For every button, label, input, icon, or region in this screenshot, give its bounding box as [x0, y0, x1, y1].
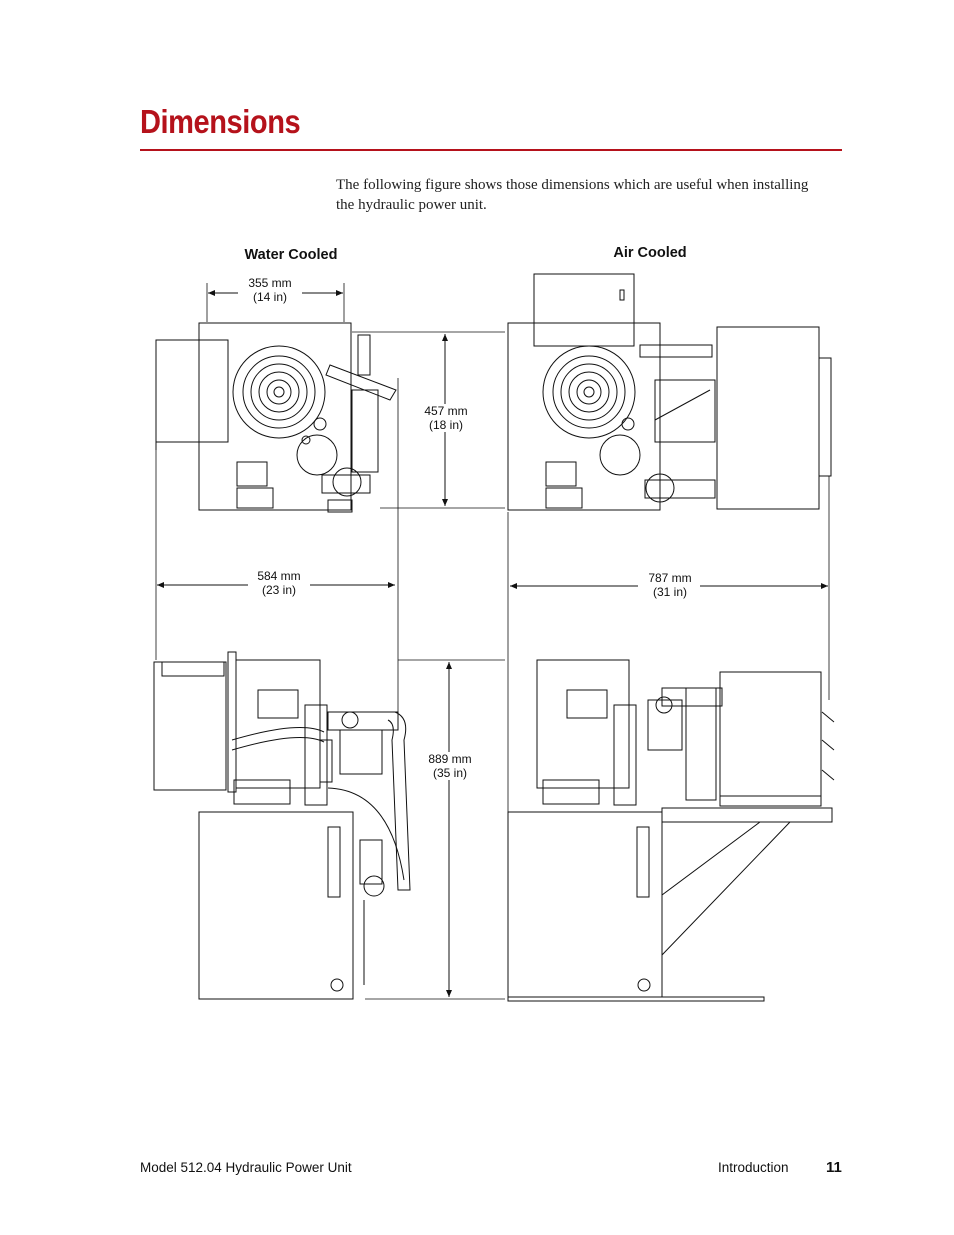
air-cooled-front-view: [507, 659, 835, 1002]
water-cooled-top-view: [155, 322, 397, 513]
dim-584-mm: 584 mm: [257, 569, 300, 583]
dim-787-mm: 787 mm: [648, 571, 691, 585]
footer-model: Model 512.04 Hydraulic Power Unit: [140, 1160, 352, 1175]
extension-lines: [155, 283, 830, 1000]
water-cooled-front-view: [153, 651, 411, 1000]
footer-section: Introduction: [718, 1160, 789, 1175]
dim-457-in: (18 in): [429, 418, 463, 432]
air-cooled-top-view: [507, 273, 832, 511]
dim-889-mm: 889 mm: [428, 752, 471, 766]
dim-889-in: (35 in): [433, 766, 467, 780]
page-number: 11: [826, 1159, 842, 1176]
water-cooled-label: Water Cooled: [245, 247, 338, 263]
dim-787-in: (31 in): [653, 585, 687, 599]
dim-457-mm: 457 mm: [424, 404, 467, 418]
title-rule: [140, 149, 842, 151]
page-title: Dimensions: [140, 103, 301, 140]
air-cooled-label: Air Cooled: [613, 245, 686, 261]
dim-355-mm: 355 mm: [248, 276, 291, 290]
dim-584-in: (23 in): [262, 583, 296, 597]
intro-paragraph: The following figure shows those dimensi…: [336, 177, 809, 213]
dim-355-in: (14 in): [253, 290, 287, 304]
